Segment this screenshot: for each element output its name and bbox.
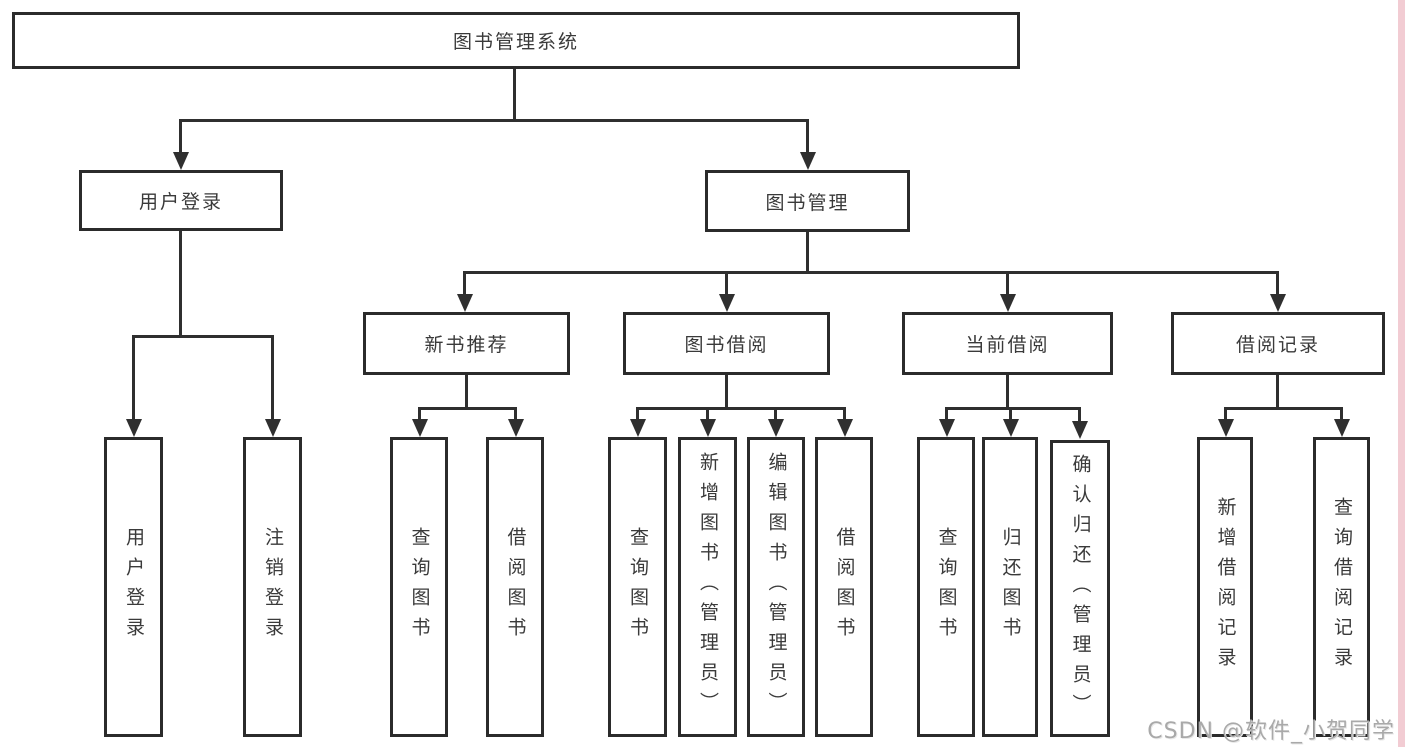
node-current-borrow: 当前借阅 xyxy=(902,312,1113,375)
connector-hline xyxy=(132,335,274,338)
connector-vline xyxy=(806,119,809,155)
csdn-watermark: CSDN @软件_小贺同学 xyxy=(1147,719,1395,744)
node-bb-query-books-label: 查询图书 xyxy=(627,527,649,647)
arrowhead-down-icon xyxy=(630,419,646,437)
arrowhead-down-icon xyxy=(939,419,955,437)
arrowhead-down-icon xyxy=(1003,419,1019,437)
connector-vline xyxy=(1276,375,1279,409)
connector-hline xyxy=(636,407,845,410)
arrowhead-down-icon xyxy=(508,419,524,437)
arrowhead-down-icon xyxy=(1072,421,1088,439)
node-cb-return-books-label: 归还图书 xyxy=(999,527,1022,647)
node-nb-query-books-label: 查询图书 xyxy=(408,527,431,647)
node-bb-borrow-books-label: 借阅图书 xyxy=(833,527,856,647)
connector-vline xyxy=(179,231,182,337)
connector-vline xyxy=(179,119,182,155)
connector-hline xyxy=(945,407,1081,410)
arrowhead-down-icon xyxy=(265,419,281,437)
node-nb-borrow-books: 借阅图书 xyxy=(486,437,544,737)
arrowhead-down-icon xyxy=(1000,294,1016,312)
arrowhead-down-icon xyxy=(1270,294,1286,312)
node-bb-add-books-admin: 新增图书（管理员） xyxy=(678,437,737,737)
node-br-add-record: 新增借阅记录 xyxy=(1197,437,1253,737)
node-user-login: 用户登录 xyxy=(79,170,283,231)
arrowhead-down-icon xyxy=(412,419,428,437)
node-br-add-record-label: 新增借阅记录 xyxy=(1214,497,1237,677)
connector-vline xyxy=(271,335,274,421)
connector-vline xyxy=(806,232,809,274)
arrowhead-down-icon xyxy=(1334,419,1350,437)
node-cb-query-books: 查询图书 xyxy=(917,437,975,737)
connector-vline xyxy=(1006,271,1009,297)
node-borrow-record-label: 借阅记录 xyxy=(1235,334,1320,356)
connector-vline xyxy=(706,407,709,421)
node-cb-confirm-return-admin-label: 确认归还（管理员） xyxy=(1069,453,1092,724)
arrowhead-down-icon xyxy=(1218,419,1234,437)
node-cb-query-books-label: 查询图书 xyxy=(935,527,958,647)
arrowhead-down-icon xyxy=(800,152,816,170)
node-root: 图书管理系统 xyxy=(12,12,1020,69)
node-bb-borrow-books: 借阅图书 xyxy=(815,437,873,737)
arrowhead-down-icon xyxy=(768,419,784,437)
right-edge-strip xyxy=(1398,0,1405,747)
connector-hline xyxy=(418,407,517,410)
connector-vline xyxy=(945,407,948,421)
connector-hline xyxy=(1224,407,1343,410)
node-current-borrow-label: 当前借阅 xyxy=(965,334,1050,356)
node-user-login-label: 用户登录 xyxy=(138,191,223,213)
node-book-borrow-label: 图书借阅 xyxy=(684,334,769,356)
connector-vline xyxy=(1224,407,1227,421)
node-bb-add-books-admin-label: 新增图书（管理员） xyxy=(697,452,719,722)
node-book-borrow: 图书借阅 xyxy=(623,312,830,375)
connector-vline xyxy=(1006,375,1009,409)
connector-vline xyxy=(725,271,728,297)
connector-vline xyxy=(514,407,517,421)
node-borrow-record: 借阅记录 xyxy=(1171,312,1385,375)
node-br-query-record-label: 查询借阅记录 xyxy=(1331,497,1353,677)
node-leaf-logout: 注销登录 xyxy=(243,437,302,737)
arrowhead-down-icon xyxy=(457,294,473,312)
connector-vline xyxy=(418,407,421,421)
connector-hline xyxy=(463,271,1279,274)
node-leaf-user-login-label: 用户登录 xyxy=(123,527,145,647)
node-leaf-logout-label: 注销登录 xyxy=(262,527,284,647)
node-cb-return-books: 归还图书 xyxy=(982,437,1038,737)
node-bb-edit-books-admin: 编辑图书（管理员） xyxy=(747,437,805,737)
connector-vline xyxy=(465,375,468,409)
node-root-label: 图书管理系统 xyxy=(452,31,579,53)
node-new-book-rec: 新书推荐 xyxy=(363,312,570,375)
connector-vline xyxy=(1340,407,1343,421)
node-leaf-user-login: 用户登录 xyxy=(104,437,163,737)
connector-vline xyxy=(513,69,516,121)
node-nb-query-books: 查询图书 xyxy=(390,437,448,737)
node-br-query-record: 查询借阅记录 xyxy=(1313,437,1370,737)
arrowhead-down-icon xyxy=(719,294,735,312)
arrowhead-down-icon xyxy=(837,419,853,437)
connector-vline xyxy=(843,407,846,421)
connector-vline xyxy=(1009,407,1012,421)
node-nb-borrow-books-label: 借阅图书 xyxy=(504,527,527,647)
node-book-mgmt-label: 图书管理 xyxy=(765,191,850,214)
node-book-mgmt: 图书管理 xyxy=(705,170,910,232)
node-cb-confirm-return-admin: 确认归还（管理员） xyxy=(1050,440,1110,737)
connector-vline xyxy=(132,335,135,421)
connector-vline xyxy=(725,375,728,409)
connector-vline xyxy=(1078,407,1081,423)
node-bb-edit-books-admin-label: 编辑图书（管理员） xyxy=(765,452,788,722)
node-new-book-rec-label: 新书推荐 xyxy=(424,334,509,356)
connector-vline xyxy=(636,407,639,421)
connector-vline xyxy=(1276,271,1279,297)
arrowhead-down-icon xyxy=(173,152,189,170)
node-bb-query-books: 查询图书 xyxy=(608,437,667,737)
connector-vline xyxy=(774,407,777,421)
arrowhead-down-icon xyxy=(700,419,716,437)
connector-hline xyxy=(179,119,809,122)
arrowhead-down-icon xyxy=(126,419,142,437)
connector-vline xyxy=(463,271,466,297)
